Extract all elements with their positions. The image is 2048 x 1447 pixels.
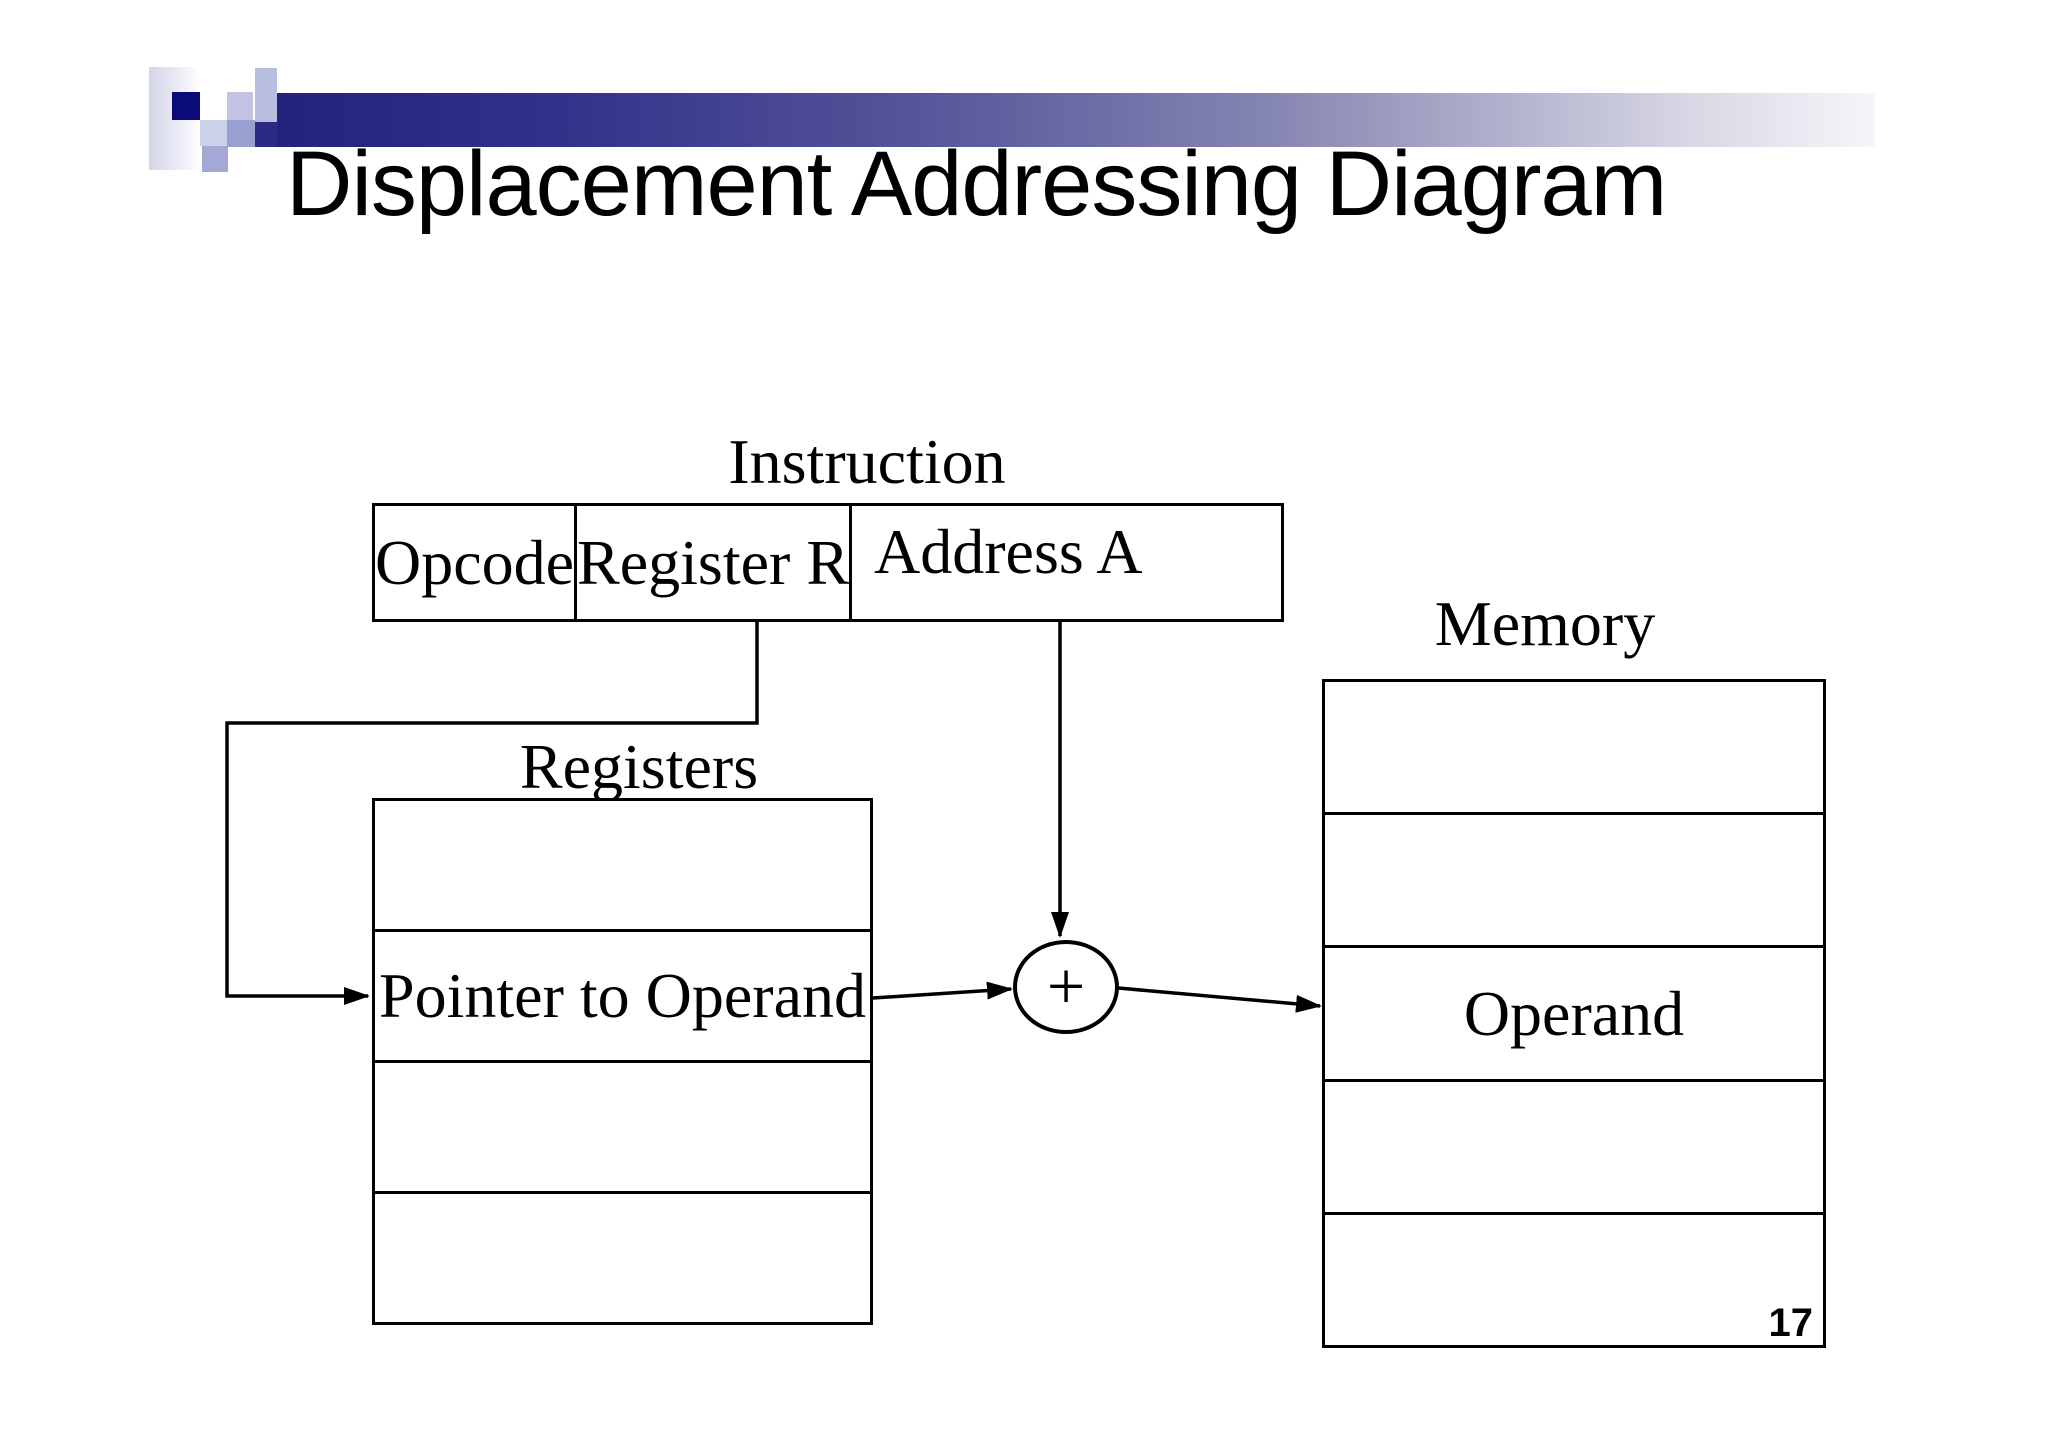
decor-square bbox=[255, 68, 277, 122]
table-row-operand: Operand bbox=[1325, 945, 1823, 1078]
table-row bbox=[1325, 1078, 1823, 1212]
decor-square bbox=[172, 92, 200, 120]
decor-gradient-bar bbox=[277, 93, 1875, 147]
table-row bbox=[375, 1191, 870, 1322]
table-row bbox=[1325, 682, 1823, 812]
memory-table: Operand 17 bbox=[1322, 679, 1826, 1348]
adder-to-operand-arrow bbox=[1117, 986, 1322, 1013]
table-row-pointer-to-operand: Pointer to Operand bbox=[375, 929, 870, 1060]
memory-label: Memory bbox=[1434, 588, 1656, 659]
pointer-to-adder-arrow bbox=[872, 981, 1013, 1000]
instruction-field-address: Address A bbox=[849, 506, 1281, 619]
page-title: Displacement Addressing Diagram bbox=[286, 133, 1667, 235]
table-row bbox=[1325, 812, 1823, 945]
instruction-field-register: Register R bbox=[574, 506, 849, 619]
table-row bbox=[375, 801, 870, 929]
instruction-label: Instruction bbox=[728, 426, 1006, 497]
decor-square bbox=[227, 120, 255, 147]
instruction-box: Opcode Register R Address A bbox=[372, 503, 1284, 622]
instruction-field-label: Opcode bbox=[375, 526, 575, 598]
adder-plus-symbol: + bbox=[1047, 948, 1085, 1024]
decor-square bbox=[202, 146, 228, 172]
instruction-field-label: Register R bbox=[577, 526, 849, 598]
page-number: 17 bbox=[1768, 1301, 1814, 1345]
instruction-field-label: Address A bbox=[874, 515, 1143, 587]
table-row bbox=[1325, 1211, 1823, 1345]
decor-square bbox=[200, 120, 227, 146]
decor-bar-step bbox=[255, 122, 279, 147]
registers-table: Pointer to Operand bbox=[372, 798, 873, 1325]
decor-square bbox=[227, 92, 253, 120]
table-row bbox=[375, 1060, 870, 1191]
adder-circle-icon bbox=[1013, 940, 1119, 1034]
instruction-field-opcode: Opcode bbox=[375, 506, 574, 619]
registers-label: Registers bbox=[519, 731, 759, 802]
